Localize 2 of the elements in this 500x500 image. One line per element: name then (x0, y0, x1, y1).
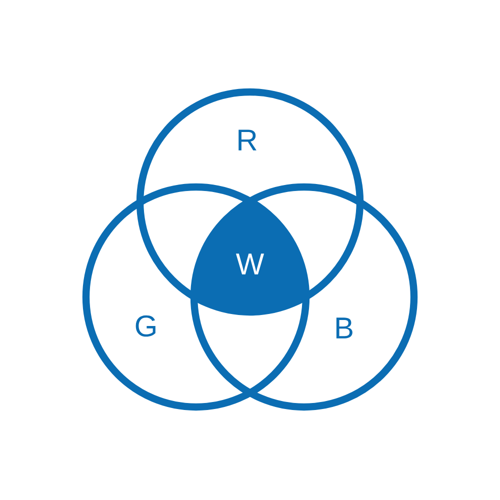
node-label: W (236, 254, 264, 274)
intersection-region: W (194, 196, 306, 312)
